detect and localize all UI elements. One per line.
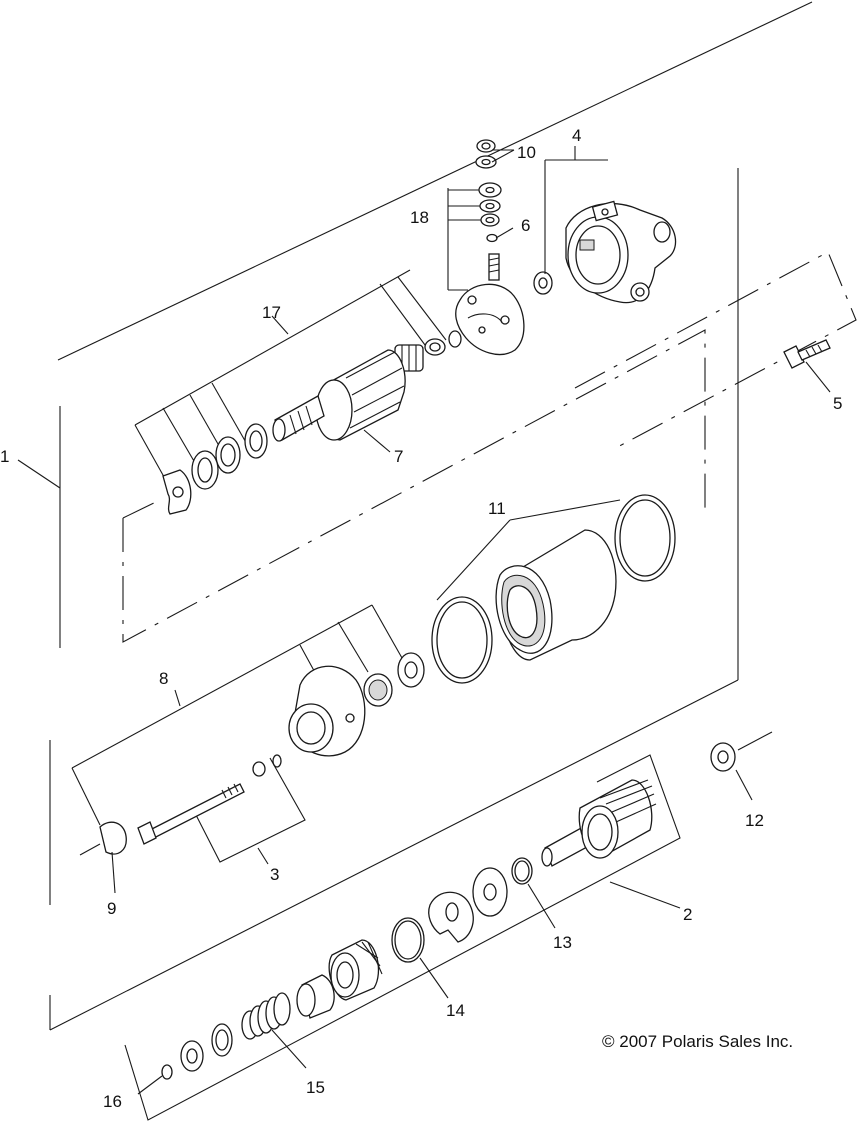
callout-5: 5	[833, 394, 842, 413]
end-housing-part	[565, 200, 677, 304]
callout-6: 6	[521, 216, 530, 235]
pinion-group-box	[124, 754, 681, 1121]
washer-12-part	[710, 731, 773, 772]
callout-4: 4	[572, 126, 581, 145]
callout-12: 12	[745, 811, 764, 830]
callout-17: 17	[262, 303, 281, 322]
callout-9: 9	[107, 899, 116, 918]
callout-11: 11	[488, 499, 506, 518]
armature-part	[272, 344, 424, 442]
brush-plate-part	[455, 253, 525, 355]
callout-10: 10	[517, 143, 536, 162]
sleeve-part	[296, 974, 335, 1019]
frame-group-boundary	[122, 251, 857, 643]
callout-15: 15	[306, 1078, 325, 1097]
assembly-boundary-lines	[49, 1, 813, 1031]
brush-group-bracket	[447, 188, 482, 291]
clutch-plate-part	[428, 891, 474, 943]
drive-end-group-bracket	[71, 604, 403, 826]
callout-16: 16	[103, 1092, 122, 1111]
pinion-gear-part	[541, 779, 657, 867]
callout-1: 1	[0, 447, 9, 466]
nut-part	[475, 139, 497, 169]
washer-stack-part	[478, 182, 502, 243]
drive-end-housing-part	[288, 652, 425, 757]
armature-group-bracket	[134, 269, 447, 485]
stop-collar-part	[180, 1023, 233, 1072]
callout-8: 8	[159, 669, 168, 688]
collar-part	[533, 271, 553, 295]
armature-front-washers-part	[162, 423, 268, 515]
spring-part	[241, 992, 291, 1040]
frame-housing-part	[431, 494, 676, 684]
clip-part	[161, 1064, 173, 1080]
end-cap-part	[79, 821, 127, 856]
callout-13: 13	[553, 933, 572, 952]
leader-lines	[17, 146, 831, 1095]
armature-end-washers-part	[424, 330, 462, 356]
thrust-washer-part	[472, 867, 508, 917]
through-bolt-part	[137, 754, 282, 845]
mounting-bolt-part	[783, 339, 831, 369]
callout-2: 2	[683, 905, 692, 924]
snap-ring-part	[511, 857, 533, 885]
pinion-part	[328, 939, 383, 1001]
callout-7: 7	[394, 447, 403, 466]
through-bolt-bracket	[195, 757, 306, 863]
callout-14: 14	[446, 1001, 465, 1020]
copyright-notice: © 2007 Polaris Sales Inc.	[602, 1032, 793, 1051]
ring-14-part	[391, 917, 425, 963]
callout-3: 3	[270, 865, 279, 884]
callout-18: 18	[410, 208, 429, 227]
